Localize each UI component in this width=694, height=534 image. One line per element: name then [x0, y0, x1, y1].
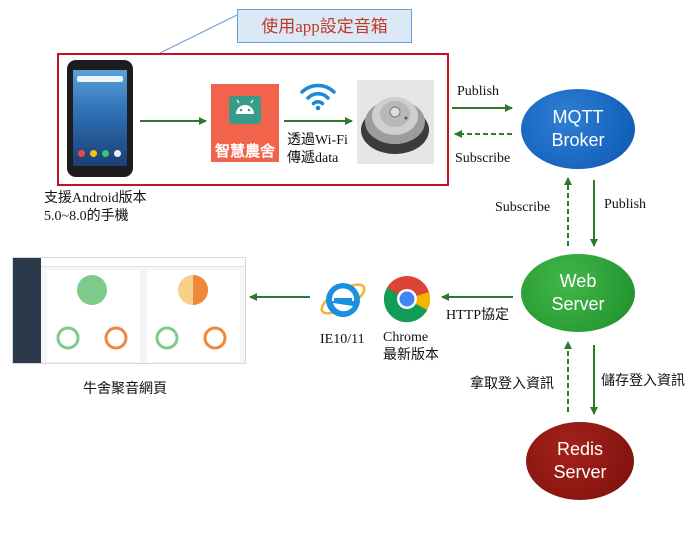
app-setup-group — [57, 53, 449, 186]
wifi-icon — [300, 83, 336, 111]
speaker-device-icon — [357, 80, 434, 164]
web-server-label: Web Server — [551, 271, 605, 314]
ie-icon — [320, 283, 366, 317]
web-server-node: Web Server — [521, 254, 635, 332]
wifi-caption: 透過Wi-Fi 傳遞data — [287, 133, 348, 166]
callout-leader-line — [159, 14, 238, 54]
android-app-icon: 智慧農舍 — [211, 84, 279, 162]
chrome-label: Chrome 最新版本 — [383, 330, 439, 363]
redis-server-label: Redis Server — [553, 439, 607, 482]
publish-label-mid: Publish — [604, 197, 647, 212]
store-login-label: 儲存登入資訊 — [601, 374, 685, 389]
android-phone-icon — [67, 60, 133, 177]
app-name: 智慧農舍 — [214, 142, 275, 160]
ie-label: IE10/11 — [320, 332, 365, 347]
fetch-login-label: 拿取登入資訊 — [470, 377, 554, 392]
redis-server-node: Redis Server — [526, 422, 634, 500]
publish-label-top: Publish — [457, 84, 500, 99]
subscribe-label-mid: Subscribe — [495, 200, 551, 215]
callout-label: 使用app設定音箱 — [237, 9, 412, 43]
subscribe-label-top: Subscribe — [455, 151, 511, 166]
webpage-thumbnail — [12, 257, 246, 364]
phone-caption: 支援Android版本 5.0~8.0的手機 — [44, 191, 147, 224]
http-label: HTTP協定 — [446, 308, 509, 323]
webpage-caption: 牛舍聚音網頁 — [83, 382, 167, 397]
mqtt-broker-label: MQTT Broker — [551, 107, 605, 150]
mqtt-broker-node: MQTT Broker — [521, 89, 635, 169]
chrome-icon — [383, 276, 430, 323]
